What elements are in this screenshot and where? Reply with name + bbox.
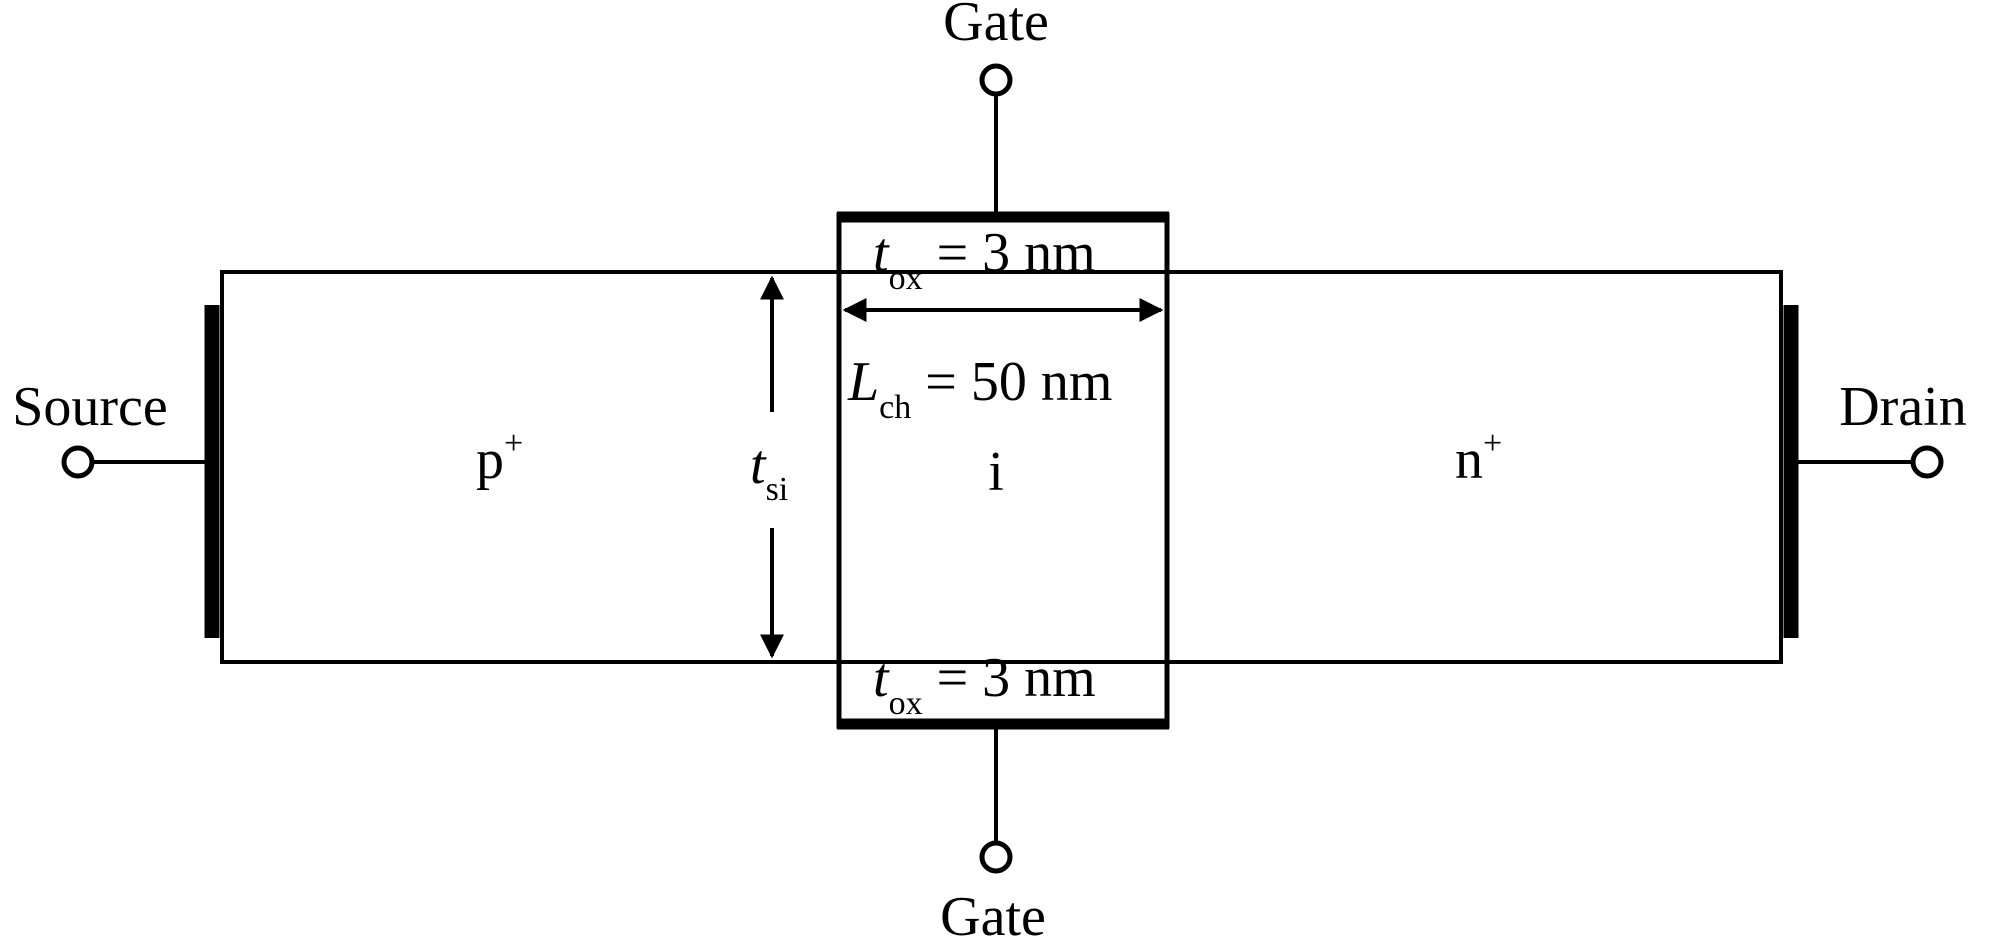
top-gate-terminal[interactable]: [979, 63, 1013, 97]
source-terminal[interactable]: [61, 445, 95, 479]
drain-region-label: n+: [1455, 425, 1502, 491]
tox-top-label: tox = 3 nm: [873, 222, 1096, 297]
source-label: Source: [12, 376, 168, 438]
tsi-label: tsi: [750, 434, 788, 508]
silicon-body: [220, 270, 1783, 664]
gate-bottom-label: Gate: [940, 886, 1046, 940]
lch-label: Lch = 50 nm: [847, 351, 1112, 426]
channel-region-label: i: [988, 441, 1004, 503]
drain-label: Drain: [1839, 376, 1967, 438]
gate-top-label: Gate: [943, 0, 1049, 53]
drain-terminal[interactable]: [1910, 445, 1944, 479]
bottom-gate-terminal[interactable]: [979, 840, 1013, 874]
source-region-label: p+: [476, 425, 523, 491]
tox-bottom-label: tox = 3 nm: [873, 647, 1096, 722]
